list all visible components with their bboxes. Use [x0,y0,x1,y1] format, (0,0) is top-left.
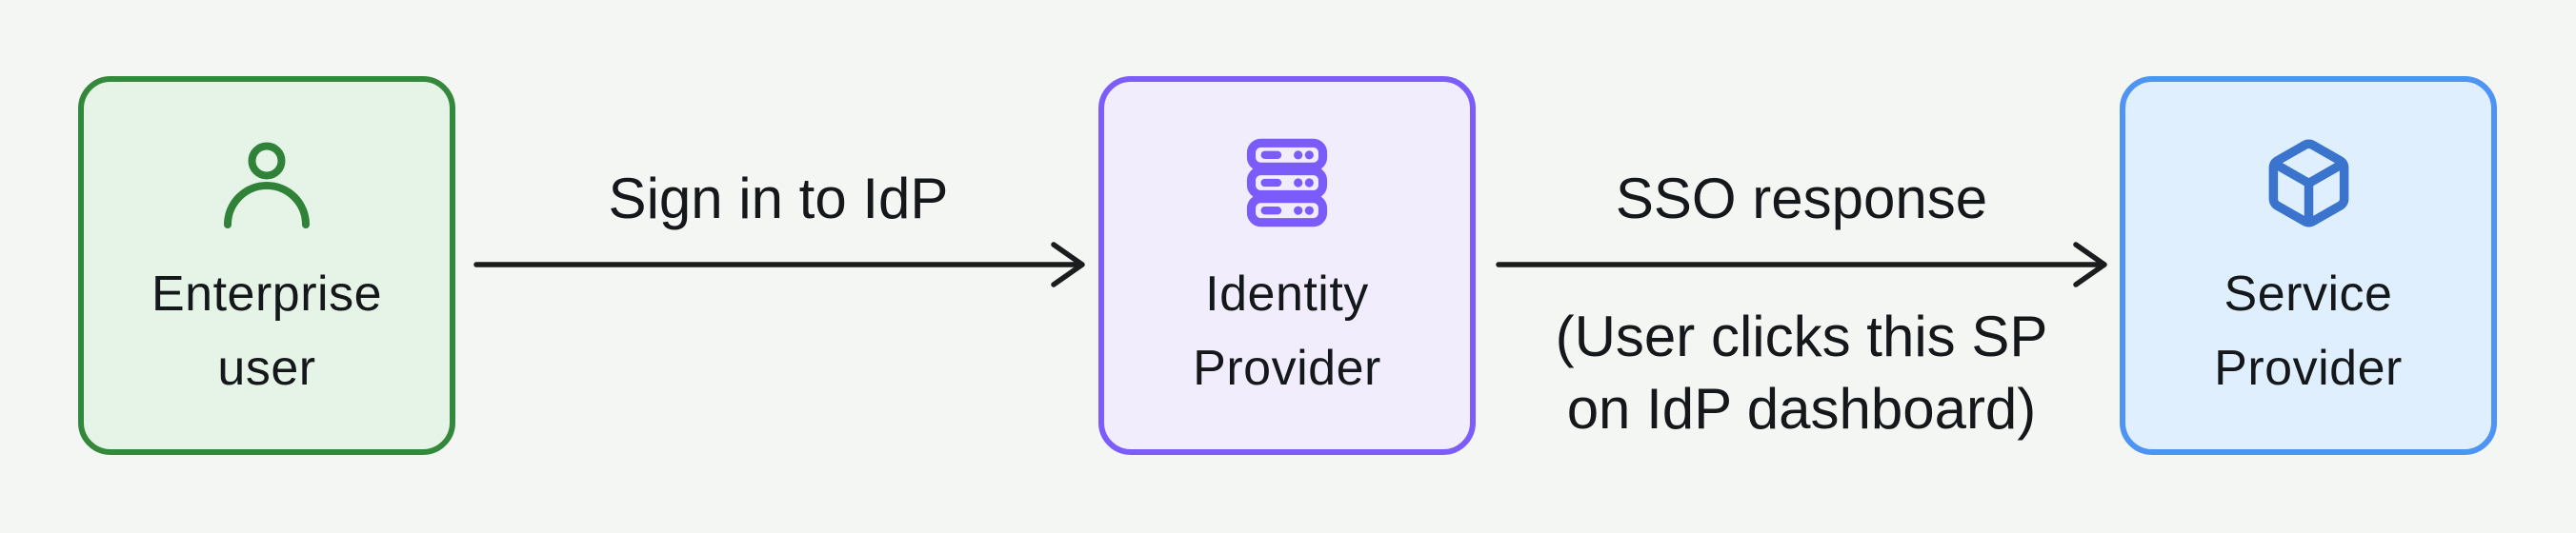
node-service-provider: Service Provider [2120,76,2497,455]
node-label: Enterprise user [151,266,382,396]
right-arrow-icon [473,242,1085,287]
cube-icon [2261,135,2356,230]
node-label: Identity Provider [1193,266,1381,396]
node-enterprise-user: Enterprise user [78,76,455,455]
node-identity-provider: Identity Provider [1098,76,1476,455]
arrow-sublabel: (User clicks this SP on IdP dashboard) [1555,305,2048,441]
arrow-sign-in-to-idp [473,236,1087,293]
node-label: Service Provider [2214,266,2403,396]
server-icon [1239,135,1335,230]
right-arrow-icon [1496,242,2107,287]
arrow-sso-response [1496,236,2109,293]
arrow-label: Sign in to IdP [608,167,949,230]
user-icon [219,135,314,230]
arrow-label: SSO response [1615,167,1988,230]
